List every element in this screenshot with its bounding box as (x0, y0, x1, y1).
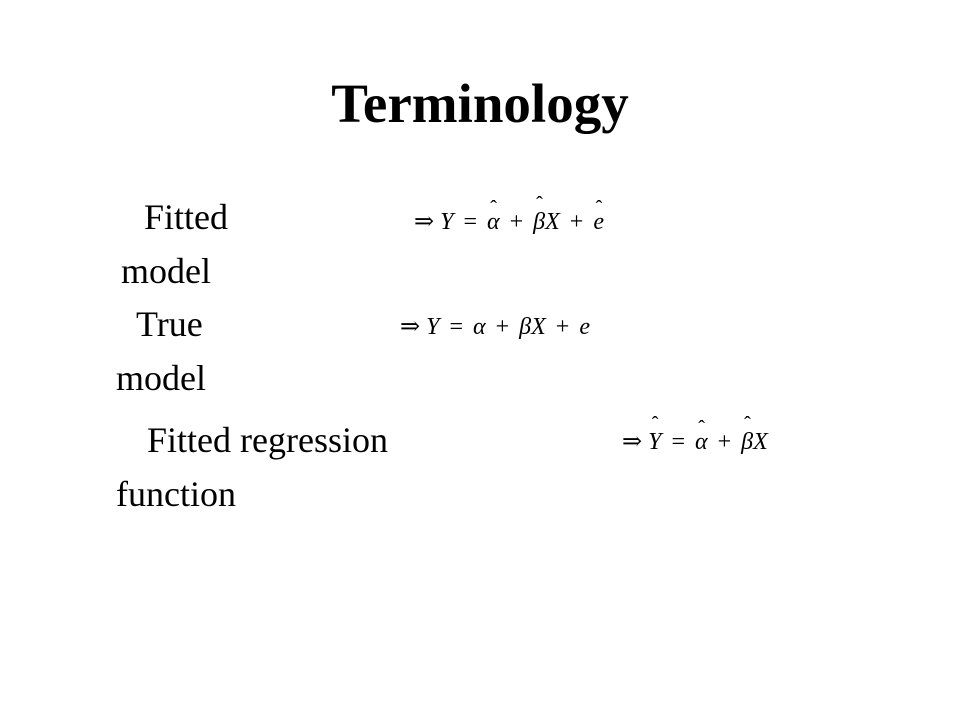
term-label-line1: Fitted regression (147, 420, 388, 460)
term-label-line1: True (136, 304, 203, 344)
term-label-fitted-regression-function: Fitted regression function (116, 413, 388, 521)
formula-plus: + (555, 314, 570, 340)
formula-x: X (545, 209, 560, 235)
term-label-line2: function (116, 474, 236, 514)
formula-true-model: ⇒ Y = α + βX + e (400, 312, 590, 342)
e-hat: e (593, 207, 604, 237)
slide-title: Terminology (331, 73, 629, 134)
formula-plus: + (509, 209, 524, 235)
y-hat: Y (648, 427, 661, 457)
formula-equals: = (463, 209, 478, 235)
formula-plus: + (495, 314, 510, 340)
formula-lhs: Y (440, 209, 454, 235)
formula-plus: + (717, 429, 732, 455)
beta: β (519, 314, 532, 340)
implies-symbol: ⇒ (414, 209, 435, 235)
formula-fitted-model: ⇒ Y = α + βX + e (414, 207, 604, 237)
alpha-hat: α (487, 207, 500, 237)
term-label-line2: model (116, 358, 206, 398)
implies-symbol: ⇒ (622, 429, 643, 455)
beta-hat: β (741, 427, 753, 457)
alpha: α (473, 314, 486, 340)
implies-symbol: ⇒ (400, 314, 421, 340)
alpha-hat: α (695, 427, 708, 457)
beta-hat: β (533, 207, 545, 237)
formula-equals: = (671, 429, 686, 455)
formula-x: X (753, 429, 768, 455)
term-label-fitted-model: Fitted model (121, 190, 228, 298)
term-label-line1: Fitted (144, 197, 229, 237)
formula-plus: + (569, 209, 584, 235)
term-label-line2: model (121, 251, 211, 291)
error-term: e (579, 314, 590, 340)
formula-lhs: Y (426, 314, 440, 340)
formula-fitted-regression-function: ⇒ Y = α + βX (622, 427, 768, 457)
term-label-true-model: True model (116, 297, 206, 405)
formula-equals: = (449, 314, 464, 340)
formula-x: X (531, 314, 546, 340)
